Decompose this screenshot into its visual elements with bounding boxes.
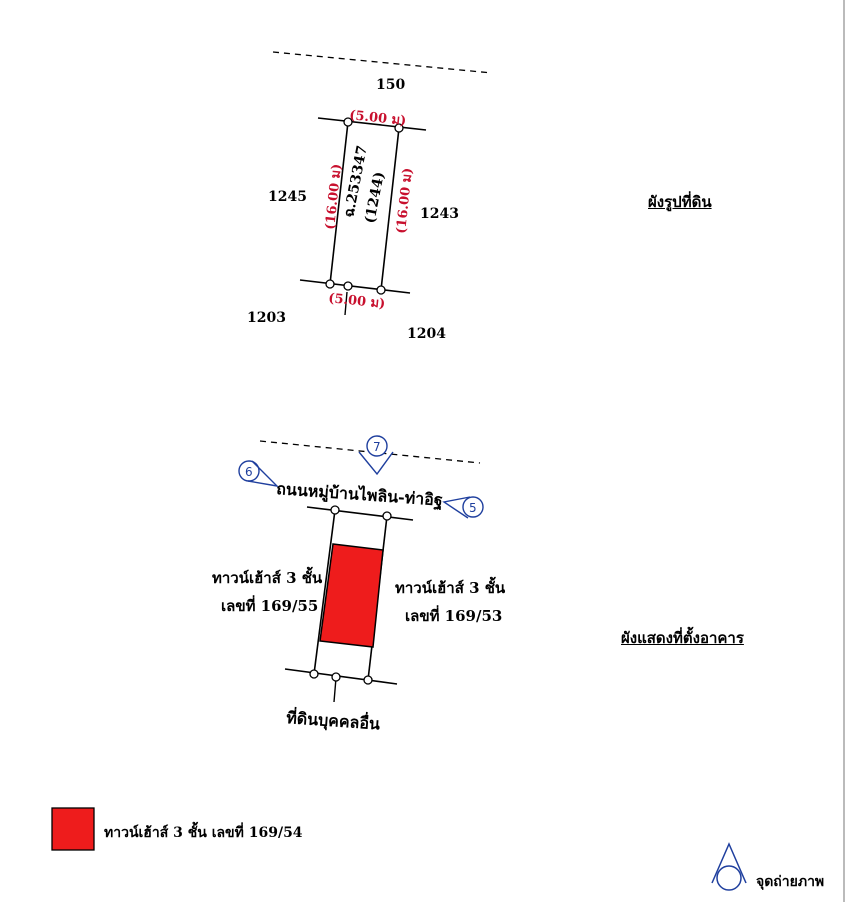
top-boundary-line — [306, 506, 414, 521]
north-parcel-label: 150 — [376, 77, 405, 93]
subject-building — [319, 543, 384, 648]
boundary-marker — [331, 672, 341, 682]
left-boundary-line — [329, 121, 349, 285]
photo-point-icon: 6 — [238, 460, 280, 488]
legend-subject-label: ทาวน์เฮ้าส์ 3 ชั้น เลขที่ 169/54 — [104, 825, 303, 841]
left-boundary-line — [313, 509, 336, 675]
photo-point-number: 5 — [469, 501, 477, 515]
road-boundary-line — [272, 51, 493, 74]
boundary-marker — [363, 675, 373, 685]
southeast-parcel-label: 1204 — [407, 326, 446, 342]
bottom-marker-tick — [344, 291, 348, 316]
building-plan: 7 6 5 ถนนหมู่บ้านไพลิน-ท่าอิฐ ทาวน์เฮ้าส… — [212, 435, 506, 735]
land-plan-title: ผังรูปที่ดิน — [648, 193, 712, 211]
bottom-boundary-line — [299, 279, 411, 294]
right-dimension: (16.00 ม) — [394, 167, 416, 234]
left-dimension: (16.00 ม) — [323, 163, 345, 230]
road-label: ถนนหมู่บ้านไพลิน-ท่าอิฐ — [276, 479, 444, 512]
boundary-marker — [325, 279, 335, 289]
right-house-number: เลขที่ 169/53 — [405, 605, 502, 625]
right-house-type: ทาวน์เฮ้าส์ 3 ชั้น — [395, 576, 506, 597]
left-house-type: ทาวน์เฮ้าส์ 3 ชั้น — [212, 566, 323, 587]
top-dimension: (5.00 ม) — [349, 108, 407, 129]
boundary-marker — [309, 669, 319, 679]
boundary-marker — [343, 117, 353, 127]
boundary-marker — [330, 505, 340, 515]
west-parcel-label: 1245 — [268, 189, 307, 205]
parcel-number: (1244) — [362, 170, 388, 224]
page-edge — [843, 0, 845, 902]
top-boundary-line — [317, 117, 427, 131]
photo-point-legend-icon — [711, 842, 747, 891]
bottom-boundary-line — [284, 668, 398, 685]
legend-subject-swatch — [51, 807, 95, 851]
bottom-dimension: (5.00 ม) — [328, 291, 386, 312]
left-house-number: เลขที่ 169/55 — [221, 595, 318, 615]
photo-point-icon: 5 — [442, 496, 484, 519]
bottom-marker-tick — [333, 677, 337, 703]
adjacent-land-label: ที่ดินบุคคลอื่น — [286, 706, 381, 734]
boundary-marker — [394, 123, 404, 133]
building-plan-title: ผังแสดงที่ตั้งอาคาร — [621, 629, 744, 647]
photo-point-icon: 7 — [358, 435, 394, 476]
legend-photo-point-label: จุดถ่ายภาพ — [756, 874, 825, 890]
legend — [51, 807, 747, 891]
boundary-marker — [376, 285, 386, 295]
photo-point-number: 7 — [373, 440, 381, 454]
photo-point-number: 6 — [245, 465, 253, 479]
land-plan: 150 (5.00 ม) (5.00 ม) (16.00 ม) (16.00 ม… — [247, 51, 493, 342]
boundary-marker — [343, 281, 353, 291]
right-boundary-line — [380, 127, 400, 291]
east-parcel-label: 1243 — [420, 206, 459, 222]
boundary-marker — [382, 511, 392, 521]
southwest-parcel-label: 1203 — [247, 310, 286, 326]
